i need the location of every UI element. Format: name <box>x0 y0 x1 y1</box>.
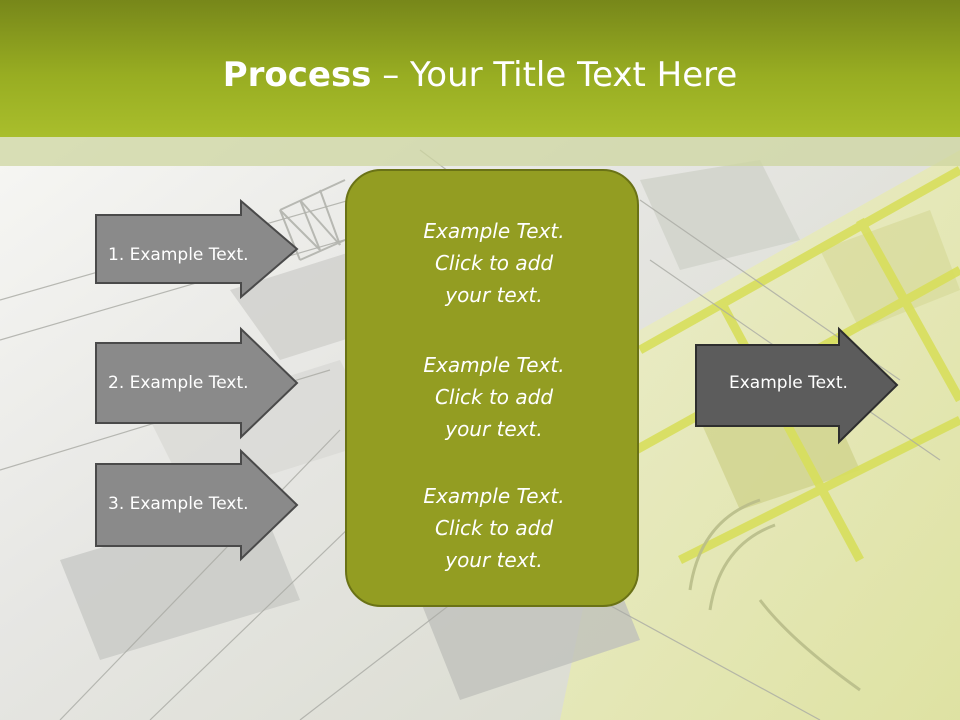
title-bar <box>0 0 960 137</box>
right-arrow-shape <box>95 198 299 300</box>
right-arrow-shape <box>695 326 899 445</box>
right-arrow-shape <box>95 448 299 562</box>
center-text-line: Example Text. <box>423 484 565 508</box>
result-arrow-label: Example Text. <box>729 373 848 393</box>
center-text-line: Click to add <box>434 516 554 540</box>
step-arrow-2[interactable]: 2. Example Text. <box>95 326 300 440</box>
center-text-block-2[interactable]: Example Text. Click to add your text. <box>347 349 641 445</box>
center-text-line: Example Text. <box>423 353 565 377</box>
center-text-block-1[interactable]: Example Text. Click to add your text. <box>347 215 641 311</box>
result-arrow[interactable]: Example Text. <box>695 326 900 445</box>
step-arrow-3[interactable]: 3. Example Text. <box>95 448 300 562</box>
center-text-block-3[interactable]: Example Text. Click to add your text. <box>347 480 641 576</box>
step-arrow-label: 1. Example Text. <box>108 245 249 265</box>
title-band <box>0 137 960 166</box>
center-text-line: your text. <box>445 417 543 441</box>
center-text-line: your text. <box>445 548 543 572</box>
center-content-box[interactable]: Example Text. Click to add your text. Ex… <box>345 169 639 607</box>
center-text-line: your text. <box>445 283 543 307</box>
title-bold-part: Process <box>222 55 372 95</box>
title-rest-part: – Your Title Text Here <box>371 55 738 95</box>
center-text-line: Click to add <box>434 251 554 275</box>
slide-title[interactable]: Process – Your Title Text Here <box>0 52 960 98</box>
step-arrow-label: 2. Example Text. <box>108 373 249 393</box>
step-arrow-label: 3. Example Text. <box>108 494 249 514</box>
center-text-line: Example Text. <box>423 219 565 243</box>
step-arrow-1[interactable]: 1. Example Text. <box>95 198 300 300</box>
right-arrow-shape <box>95 326 299 440</box>
center-text-line: Click to add <box>434 385 554 409</box>
